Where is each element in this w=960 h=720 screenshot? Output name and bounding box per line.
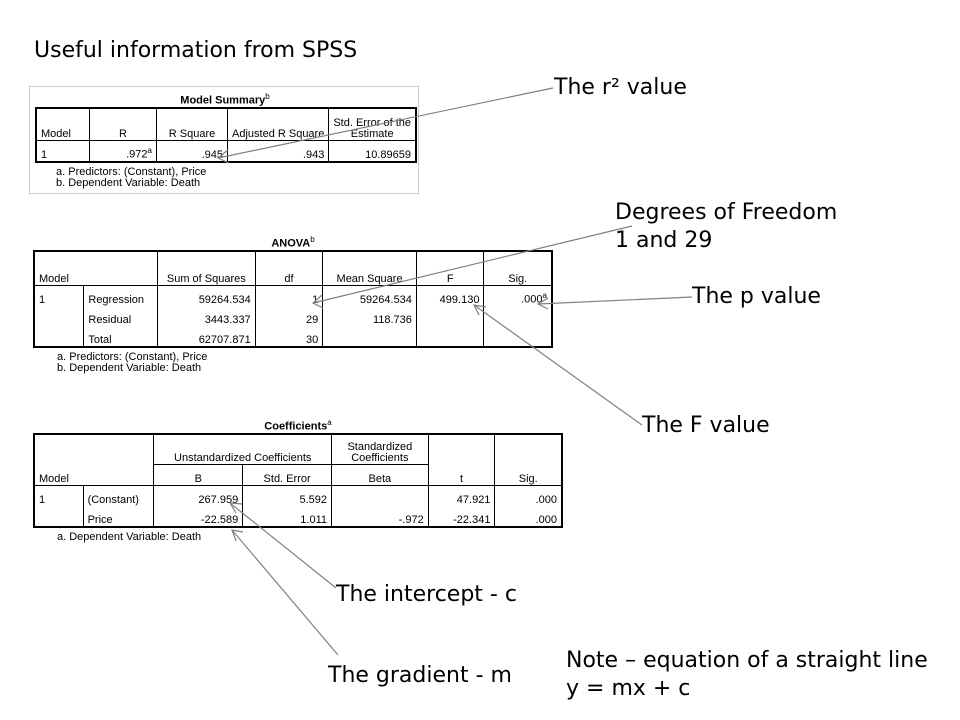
cell-label: Residual xyxy=(83,305,158,326)
cell-f xyxy=(415,325,485,347)
header-model: Model xyxy=(33,250,158,286)
cell-label: Total xyxy=(83,325,158,347)
cell-beta xyxy=(331,484,429,506)
header-std-error: Std. Error of the Estimate xyxy=(328,107,417,141)
header-r: R xyxy=(89,107,157,141)
header-unstandardized: Unstandardized Coefficients xyxy=(153,433,332,465)
model-summary-panel: Model Summaryb Model R R Square Adjusted… xyxy=(29,86,419,194)
coefficients-footnotes: a. Dependent Variable: Death xyxy=(33,530,563,543)
cell-t: -22.341 xyxy=(427,505,496,527)
header-std-error: Std. Error xyxy=(242,463,332,486)
cell-r: .972a xyxy=(89,139,157,162)
cell-model: 1 xyxy=(35,139,90,162)
cell-ss: 62707.871 xyxy=(156,325,256,347)
cell-ss: 59264.534 xyxy=(156,284,256,306)
table-row: Total 62707.871 30 xyxy=(33,325,553,347)
header-r-square: R Square xyxy=(156,107,228,141)
cell-std-error: 10.89659 xyxy=(328,139,417,162)
header-df: df xyxy=(254,250,324,286)
cell-r-square: .945 xyxy=(156,139,228,162)
header-model: Model xyxy=(35,107,90,141)
callout-intercept: The intercept - c xyxy=(336,582,517,607)
callout-dof: Degrees of Freedom 1 and 29 xyxy=(615,200,838,253)
callout-r2: The r² value xyxy=(554,75,687,100)
cell-sig: .000 xyxy=(494,484,563,506)
table-row: Price -22.589 1.011 -.972 -22.341 .000 xyxy=(33,505,563,527)
cell-sig xyxy=(483,305,553,326)
header-f: F xyxy=(415,250,485,286)
header-b: B xyxy=(153,463,244,486)
coefficients-title: Coefficientsa xyxy=(264,418,332,433)
model-summary-table: Model R R Square Adjusted R Square Std. … xyxy=(35,107,417,163)
slide-title: Useful information from SPSS xyxy=(34,38,358,63)
cell-ms xyxy=(322,325,417,347)
cell-label: Regression xyxy=(83,284,158,306)
cell-se: 1.011 xyxy=(242,505,332,527)
header-model: Model xyxy=(33,433,155,486)
cell-label: Price xyxy=(83,505,155,527)
cell-beta: -.972 xyxy=(331,505,429,527)
coefficients-table: Model Unstandardized Coefficients Standa… xyxy=(33,433,563,528)
cell-f: 499.130 xyxy=(415,284,485,306)
cell-ss: 3443.337 xyxy=(156,305,256,326)
cell-ms: 59264.534 xyxy=(322,284,417,306)
model-summary-footnotes: a. Predictors: (Constant), Price b. Depe… xyxy=(32,165,418,189)
callout-f-value: The F value xyxy=(642,413,770,438)
cell-df: 29 xyxy=(254,305,324,326)
header-beta: Beta xyxy=(331,463,429,486)
footnote-a: a. Predictors: (Constant), Price xyxy=(56,165,207,178)
cell-ms: 118.736 xyxy=(322,305,417,326)
header-mean-square: Mean Square xyxy=(322,250,417,286)
cell-f xyxy=(415,305,485,326)
cell-se: 5.592 xyxy=(242,484,332,506)
cell-adj-r-square: .943 xyxy=(226,139,330,162)
header-sum-of-squares: Sum of Squares xyxy=(156,250,256,286)
cell-t: 47.921 xyxy=(427,484,496,506)
header-t: t xyxy=(427,433,496,486)
footnote-b: b. Dependent Variable: Death xyxy=(57,361,202,374)
footnote-a: a. Predictors: (Constant), Price xyxy=(57,350,208,363)
cell-sig xyxy=(483,325,553,347)
header-standardized: Standardized Coefficients xyxy=(331,433,429,465)
cell-df: 30 xyxy=(254,325,324,347)
footnote-b: b. Dependent Variable: Death xyxy=(56,176,201,189)
anova-footnotes: a. Predictors: (Constant), Price b. Depe… xyxy=(33,350,553,374)
anova-panel: ANOVAb Model Sum of Squares df Mean Squa… xyxy=(33,230,553,374)
anova-table: Model Sum of Squares df Mean Square F Si… xyxy=(33,250,553,348)
cell-df: 1 xyxy=(254,284,324,306)
table-row: 1 (Constant) 267.959 5.592 47.921 .000 xyxy=(33,484,563,506)
header-sig: Sig. xyxy=(483,250,553,286)
callout-gradient: The gradient - m xyxy=(328,663,512,688)
header-adj-r-square: Adjusted R Square xyxy=(226,107,330,141)
cell-b: -22.589 xyxy=(153,505,244,527)
cell-model: 1 xyxy=(33,484,84,506)
header-sig: Sig. xyxy=(494,433,563,486)
arrow-p-value xyxy=(536,296,693,310)
arrow-gradient xyxy=(231,529,339,656)
cell-b: 267.959 xyxy=(153,484,244,506)
coefficients-panel: Coefficientsa Model Unstandardized Coeff… xyxy=(33,413,563,543)
cell-sig: .000 xyxy=(494,505,563,527)
anova-title: ANOVAb xyxy=(271,235,315,250)
model-summary-title: Model Summaryb xyxy=(180,92,270,107)
cell-label: (Constant) xyxy=(83,484,155,506)
cell-model: 1 xyxy=(33,284,85,306)
table-row: Residual 3443.337 29 118.736 xyxy=(33,305,553,326)
note-equation: Note – equation of a straight line y = m… xyxy=(566,648,928,701)
footnote-a: a. Dependent Variable: Death xyxy=(57,530,202,543)
table-row: 1 Regression 59264.534 1 59264.534 499.1… xyxy=(33,284,553,306)
cell-sig: .000a xyxy=(483,284,553,306)
callout-p-value: The p value xyxy=(692,284,821,309)
